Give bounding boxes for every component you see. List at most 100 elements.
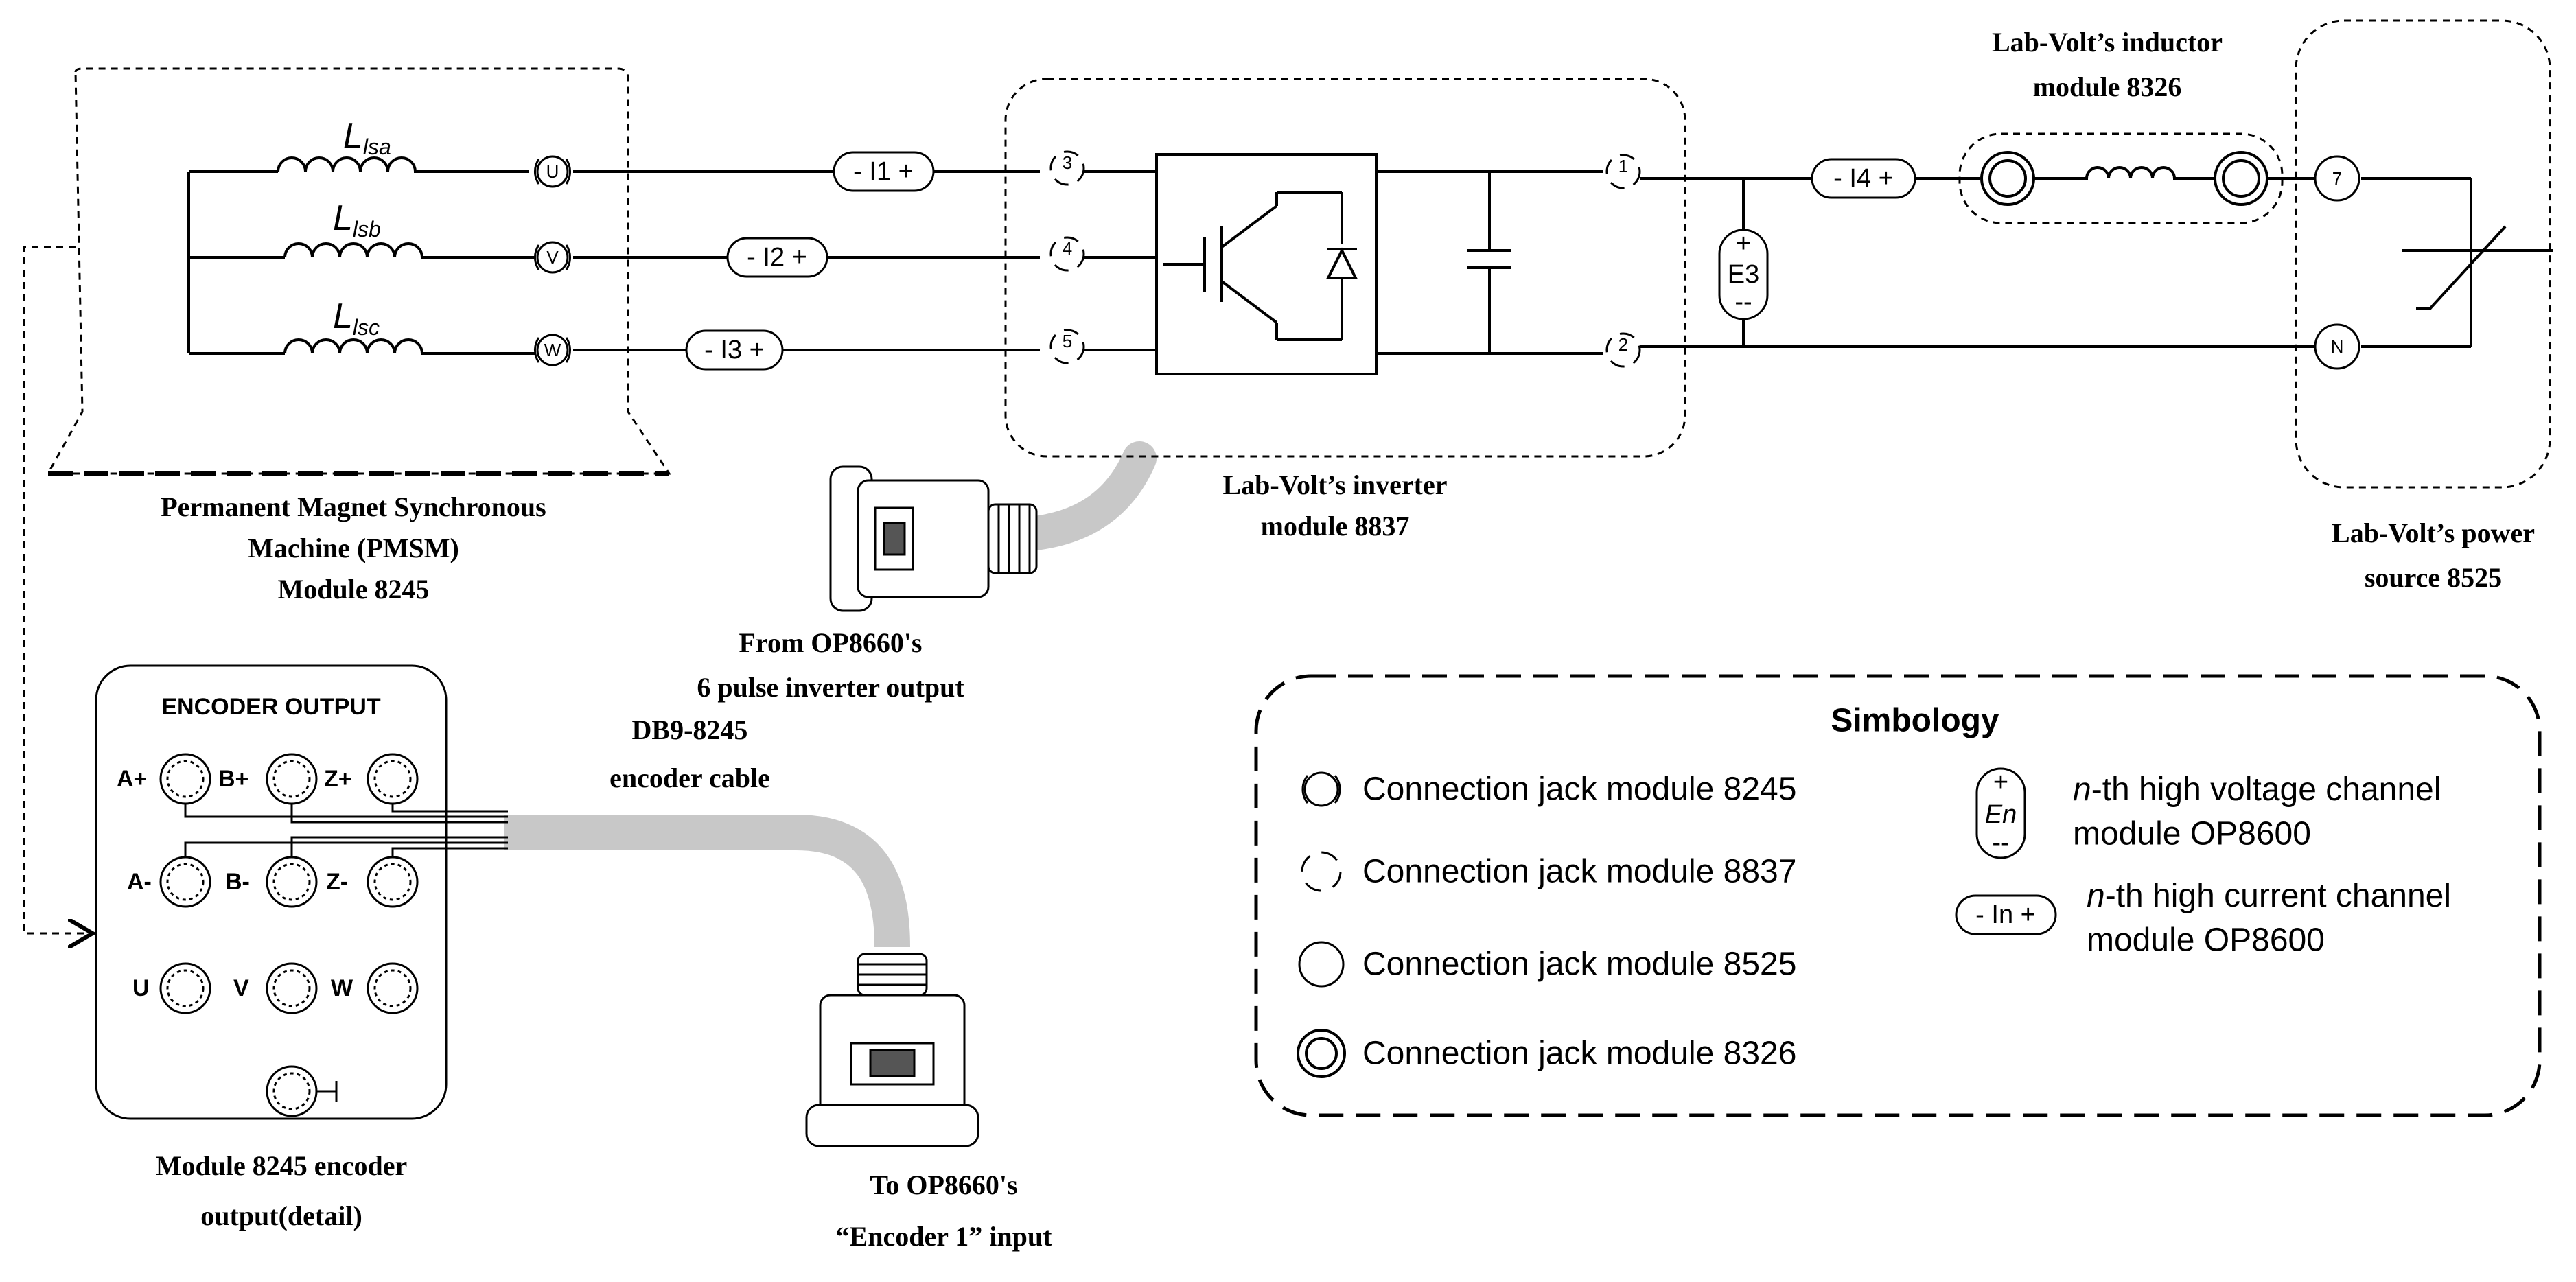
inverter-jack-1[interactable]: 1 xyxy=(1605,154,1641,189)
current-channel-i1: - I1 + xyxy=(833,151,935,192)
svg-text:module 8837: module 8837 xyxy=(1261,511,1410,541)
legend-jack-8525-label: Connection jack module 8525 xyxy=(1362,946,1796,983)
inverter-input-wires xyxy=(1084,170,1157,351)
igbt-switch-block xyxy=(1155,153,1378,375)
from-op-label: From OP8660's 6 pulse inverter output xyxy=(697,627,964,703)
pmsm-jack-v[interactable]: V xyxy=(534,241,571,274)
inductor-coil xyxy=(2034,166,2215,180)
legend-jack-8245-label: Connection jack module 8245 xyxy=(1362,771,1796,808)
legend-voltage-channel-icon: + En -- xyxy=(1975,767,2026,859)
inverter-jack-2[interactable]: 2 xyxy=(1605,332,1641,368)
legend-jack-8525-icon xyxy=(1298,941,1345,988)
pmsm-jack-w[interactable]: W xyxy=(534,334,571,366)
encoder-output-title: ENCODER OUTPUT xyxy=(161,694,380,720)
svg-text:--: -- xyxy=(1992,828,2009,857)
ground-icon xyxy=(316,1081,338,1102)
svg-text:Lab-Volt’s inductor: Lab-Volt’s inductor xyxy=(1992,27,2223,58)
svg-text:Module 8245 encoder: Module 8245 encoder xyxy=(156,1150,408,1181)
source-jack-n[interactable]: N xyxy=(2314,323,2360,370)
voltage-channel-e3: + E3 -- xyxy=(1718,229,1769,320)
svg-text:Module 8245: Module 8245 xyxy=(277,574,429,605)
svg-text:W: W xyxy=(544,340,561,360)
svg-text:6 pulse inverter output: 6 pulse inverter output xyxy=(697,672,964,703)
current-channel-i4: - I4 + xyxy=(1811,158,1916,199)
phase-wires xyxy=(573,170,1040,351)
current-channel-i2: - I2 + xyxy=(726,237,828,278)
legend-jack-8245-icon xyxy=(1301,771,1341,807)
svg-text:V: V xyxy=(233,975,249,1001)
svg-text:B+: B+ xyxy=(218,766,248,792)
inductor-labels: Llsa Llsb Llsc xyxy=(333,116,391,340)
svg-text:- I1 +: - I1 + xyxy=(853,157,914,186)
svg-text:A+: A+ xyxy=(117,766,147,792)
svg-text:2: 2 xyxy=(1618,334,1628,355)
current-channel-i3: - I3 + xyxy=(685,329,784,371)
svg-text:encoder cable: encoder cable xyxy=(610,762,770,793)
inverter-label: Lab-Volt’s inverter module 8837 xyxy=(1223,469,1448,541)
svg-text:- I3 +: - I3 + xyxy=(704,336,765,364)
inverter-jack-3[interactable]: 3 xyxy=(1049,150,1085,186)
svg-text:E3: E3 xyxy=(1728,260,1759,289)
svg-text:Llsb: Llsb xyxy=(333,198,381,242)
legend-jack-8837-icon xyxy=(1301,851,1342,892)
encoder-wires xyxy=(184,804,508,857)
source-jack-7[interactable]: 7 xyxy=(2314,155,2360,202)
svg-text:Z-: Z- xyxy=(326,869,348,895)
inverter-jack-5[interactable]: 5 xyxy=(1049,329,1085,364)
legend-current-channel-icon: - In + xyxy=(1955,894,2057,935)
svg-text:1: 1 xyxy=(1618,156,1628,176)
encoder-pin-labels: A+ B+ Z+ A- B- Z- U V W xyxy=(117,766,353,1001)
inverter-jack-4[interactable]: 4 xyxy=(1049,236,1085,272)
svg-text:To OP8660's: To OP8660's xyxy=(870,1169,1017,1200)
svg-text:source 8525: source 8525 xyxy=(2365,562,2502,593)
svg-text:3: 3 xyxy=(1063,152,1072,173)
svg-text:Z+: Z+ xyxy=(324,766,352,792)
pmsm-jack-u[interactable]: U xyxy=(534,155,571,188)
svg-text:U: U xyxy=(546,161,559,182)
svg-text:A-: A- xyxy=(127,869,152,895)
svg-text:+: + xyxy=(1736,229,1751,258)
svg-text:- I4 +: - I4 + xyxy=(1833,164,1894,193)
svg-text:7: 7 xyxy=(2332,168,2342,189)
svg-text:N: N xyxy=(2331,336,2344,357)
encoder-jacks[interactable] xyxy=(159,753,419,1117)
inductor-module-box xyxy=(1958,132,2284,224)
svg-text:module 8326: module 8326 xyxy=(2033,71,2182,102)
svg-text:V: V xyxy=(546,247,559,268)
encoder-detail-label: Module 8245 encoder output(detail) xyxy=(156,1150,408,1231)
svg-text:U: U xyxy=(132,975,150,1001)
svg-text:--: -- xyxy=(1734,288,1752,316)
svg-text:- In +: - In + xyxy=(1975,900,2036,929)
pmsm-label: Permanent Magnet Synchronous Machine (PM… xyxy=(161,491,546,605)
simbology-title: Simbology xyxy=(1831,703,1999,739)
svg-text:Lab-Volt’s inverter: Lab-Volt’s inverter xyxy=(1223,469,1448,500)
inductor-module-label: Lab-Volt’s inductor module 8326 xyxy=(1992,27,2223,102)
power-source-box xyxy=(2295,19,2551,489)
shaft-encoder-link-arrow xyxy=(23,246,93,933)
db9-connector-inverter xyxy=(829,465,1038,612)
svg-text:+: + xyxy=(1993,768,2008,797)
svg-text:Llsa: Llsa xyxy=(343,116,391,159)
svg-text:Machine (PMSM): Machine (PMSM) xyxy=(248,533,459,563)
db9-cable-label: DB9-8245 encoder cable xyxy=(610,714,770,793)
legend-voltage-line1: n-th high voltage channel xyxy=(2073,771,2441,808)
to-op-label: To OP8660's “Encoder 1” input xyxy=(836,1169,1053,1252)
db9-connector-encoder xyxy=(805,953,979,1147)
legend-current-line1: n-th high current channel xyxy=(2087,878,2451,914)
dc-bus xyxy=(1376,170,1603,355)
legend-jack-8326-icon xyxy=(1297,1029,1346,1078)
svg-text:- I2 +: - I2 + xyxy=(747,243,807,272)
pmsm-module-box xyxy=(46,67,671,476)
legend-jack-8326-label: Connection jack module 8326 xyxy=(1362,1036,1796,1072)
legend-voltage-line2: module OP8600 xyxy=(2073,816,2311,852)
inductor-jack-right[interactable] xyxy=(2214,151,2268,206)
svg-text:B-: B- xyxy=(225,869,250,895)
inductor-jack-left[interactable] xyxy=(1980,151,2035,206)
inverter-module-box xyxy=(1004,78,1686,458)
svg-text:4: 4 xyxy=(1063,238,1072,259)
svg-text:En: En xyxy=(1985,800,2017,829)
pmsm-windings xyxy=(187,156,535,355)
svg-text:W: W xyxy=(331,975,353,1001)
legend-current-line2: module OP8600 xyxy=(2087,922,2325,959)
